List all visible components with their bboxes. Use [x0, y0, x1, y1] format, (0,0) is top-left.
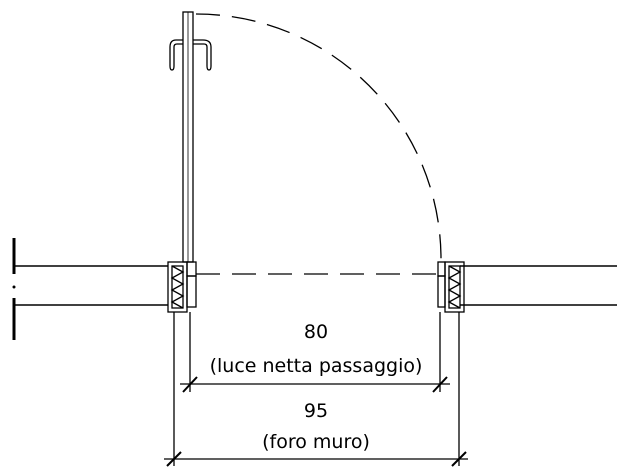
wall-opening-value: 95: [304, 400, 328, 422]
left-wall: [12, 238, 168, 340]
right-door-frame: [437, 261, 465, 313]
dimension-line-80: [180, 376, 450, 393]
door-swing-arc: [195, 13, 442, 260]
wall-opening-label: (foro muro): [262, 431, 370, 453]
clear-opening-label: (luce netta passaggio): [210, 355, 423, 377]
door-leaf: [182, 11, 194, 263]
right-wall: [460, 265, 617, 306]
dimension-line-95: [164, 451, 468, 467]
left-door-frame: [167, 261, 197, 313]
door-handle-icon: [169, 39, 212, 71]
extension-lines: [173, 312, 460, 466]
clear-opening-value: 80: [304, 321, 328, 343]
